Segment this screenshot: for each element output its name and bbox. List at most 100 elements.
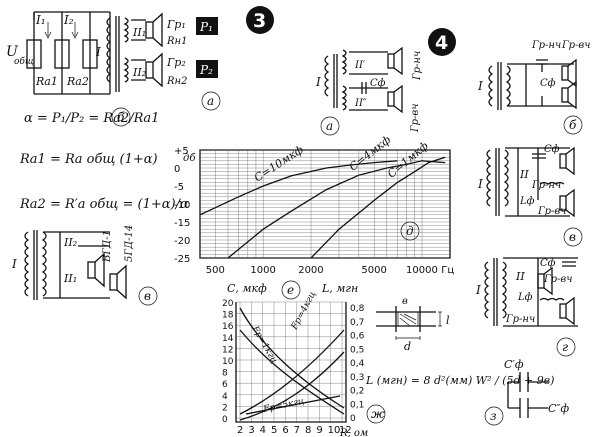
chart-y-ticks: +50-5-10-15-20-25 [174, 146, 190, 265]
chart-ylabel: дб [183, 153, 196, 164]
v-winding-ii2: II₂ [63, 236, 77, 249]
voltage-sub: общ [14, 56, 34, 67]
current-i1: I₁ [35, 13, 46, 27]
fig3-v-circle [138, 286, 158, 306]
fig3-e-circle-d [400, 221, 420, 241]
nomogram-right-tick: 0,2 [350, 387, 364, 397]
fig4v-gr-nch: Гр-нч [531, 180, 561, 191]
fig4a-gr-nch: Гр-нч [412, 51, 423, 81]
nomogram-bottom-tick: 3 [248, 425, 254, 436]
nomogram-right-tick: 0,5 [350, 345, 364, 355]
fig3-z-capacitors: С′ф С″ф з [484, 358, 570, 426]
speaker-2 [145, 61, 154, 79]
nomogram-left-tick: 8 [222, 369, 228, 379]
nomogram-bottom-tick: 2 [237, 425, 243, 436]
fig3-z-label: з [490, 409, 497, 423]
v-winding-ii1: II₁ [63, 272, 77, 285]
chart-series-group [199, 156, 446, 259]
chart-series-line [199, 160, 398, 216]
fig3-b-formula-block: α = P₁/P₂ = Rа2/Rа1 б Rа1 = Rа общ (1+α)… [19, 107, 189, 212]
fig4-v-schematic: I II Гр-нч Гр-вч Сф Lф в [477, 144, 583, 247]
nomogram-bottom-tick: 8 [305, 425, 311, 436]
chart-series-label: С=10мкф [252, 143, 306, 185]
current-i2: I₂ [63, 13, 74, 27]
fig3-z-circle [484, 406, 504, 426]
chart-x-tick-label: 2000 [298, 265, 323, 276]
nomogram-axis-r: R, ом [339, 428, 368, 437]
nomogram-bottom-tick: 6 [282, 425, 288, 436]
nomogram-left-tick: 4 [222, 392, 228, 402]
fig4-badge-number: 4 [435, 32, 448, 54]
resistor-ra2 [82, 39, 98, 69]
speaker-rn1: Rн1 [166, 36, 187, 47]
nomogram-bottom-tick: 10 [328, 425, 341, 436]
fig4-g-label: г [562, 340, 568, 354]
resistor-ra1 [26, 39, 42, 69]
fig3-zh-coil: d l в L (мгн) = 8 d²(мм) W² / (5d + 9в) … [365, 296, 554, 424]
nomogram-right-tick: 0,8 [350, 304, 365, 314]
fig4b-speaker-vch [561, 65, 569, 81]
fig4b-cap: Сф [540, 78, 556, 89]
fig3-b-circle [111, 107, 131, 127]
speaker-rn2: Rн2 [166, 76, 187, 87]
nomogram-l-curve-1 [239, 329, 345, 415]
chart-y-tick-label: 0 [174, 164, 180, 175]
nomogram-left-tick: 14 [222, 334, 234, 344]
chart-x-tick-label: 10000 [406, 265, 438, 276]
fig4v-speaker-1 [559, 153, 567, 169]
ra2-formula: Rа2 = R′а общ = (1+α)/α [19, 197, 189, 212]
winding-i: I [95, 45, 101, 59]
fig4b-gr-nch: Гр-нч [531, 40, 561, 51]
nomogram-left-tick: 6 [222, 380, 228, 390]
speaker-gr1: Гр₁ [166, 18, 186, 31]
fig4g-winding-i: I [475, 283, 481, 297]
coil-dim-d: d [404, 340, 411, 353]
fig4a-speaker-nch [387, 53, 395, 69]
fig4-b-circle [563, 115, 583, 135]
fig3-a-label: а [207, 94, 214, 108]
fig3-e-circle [281, 280, 301, 300]
winding-ii2: II₂ [132, 66, 146, 79]
fig4g-gr-vch: Гр-вч [543, 274, 572, 285]
nomogram-left-tick: 0 [222, 415, 228, 425]
power-box-p2-label: P₂ [199, 63, 213, 77]
nomogram-bottom-tick: 4 [260, 425, 266, 436]
fig3-zh-circle [366, 404, 386, 424]
fig4-g-circle [556, 337, 576, 357]
nomogram-axis-c: С, мкф [227, 282, 267, 295]
fig4g-gr-nch: Гр-нч [505, 314, 535, 325]
coil-dim-v: в [402, 296, 408, 307]
chart-y-tick-label: -25 [174, 254, 190, 265]
speaker-5gd [109, 273, 118, 291]
chart-x-tick-label: 5000 [361, 265, 386, 276]
nomogram-left-tick: 20 [222, 299, 234, 309]
nomogram-right-tick: 0 [350, 414, 356, 424]
nomogram-bottom-tick: 9 [316, 425, 322, 436]
chart-y-tick-label: -5 [174, 182, 184, 193]
fig4b-gr-vch: Гр-вч [561, 40, 590, 51]
nomogram-right-tick: 0,6 [350, 332, 365, 342]
fig4-v-circle [563, 227, 583, 247]
fig4-b-label: б [569, 118, 577, 132]
chart-series-line [310, 156, 446, 259]
cap-cf2: С″ф [548, 402, 570, 415]
nomogram-bottom-tick: 12 [339, 425, 352, 436]
fig4a-winding-ii1: II′ [354, 60, 366, 71]
fig4a-speaker-vch [387, 91, 395, 107]
fig4v-ind: Lф [519, 196, 535, 207]
speaker-gr2: Гр₂ [166, 56, 186, 69]
voltage-label: U [6, 44, 19, 60]
fig3-b-label: б [117, 110, 125, 124]
chart-series-line [227, 160, 446, 259]
fig3-badge: 3 [246, 6, 274, 34]
v-winding-i: I [11, 257, 17, 271]
fig4-a-label: а [326, 119, 333, 133]
chart-y-tick-label: -20 [174, 236, 190, 247]
nomogram-axis-l: L, мгн [321, 282, 358, 295]
fig3-v-schematic: I II₂ II₁ ВГД-1 5ГД-14 в [11, 225, 158, 306]
